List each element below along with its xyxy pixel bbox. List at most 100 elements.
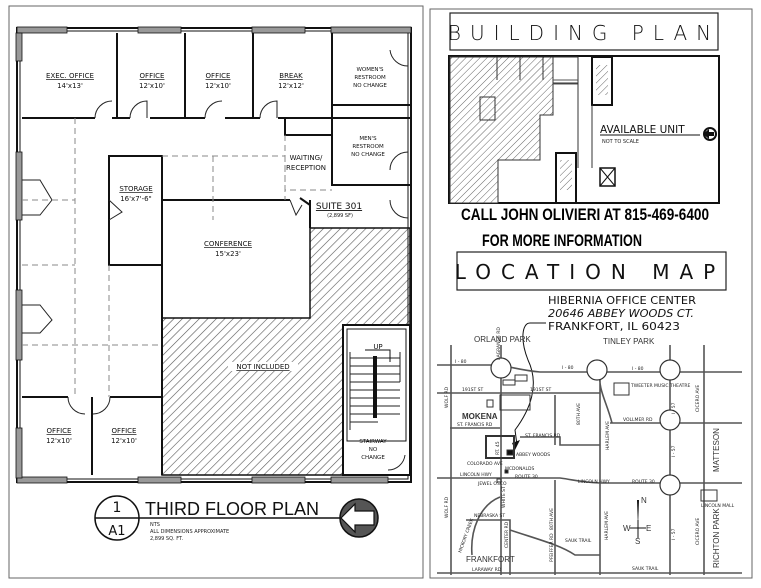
map-label: LINCOLN MALL [701, 503, 735, 509]
stairway-line3: CHANGE [361, 455, 385, 461]
room-exec-office-label: EXEC. OFFICE [46, 72, 94, 80]
room-storage-label: STORAGE [119, 185, 152, 193]
exterior-wall [16, 27, 412, 483]
map-label: I - 57 [671, 445, 677, 457]
address-city: FRANKFORT, IL 60423 [548, 320, 680, 333]
suite-label: SUITE 301 [316, 202, 362, 212]
map-label: I - 57 [671, 528, 677, 540]
room-storage-size: 16'x7'-6" [120, 195, 152, 203]
map-label: LINCOLN HWY [460, 472, 492, 478]
map-label: COLORADO AVE [467, 461, 503, 467]
building-plan-drawing: AVAILABLE UNIT NOT TO SCALE [448, 55, 720, 204]
map-label: I - 80 [632, 366, 644, 372]
map-label: HARLEM AVE [604, 511, 610, 540]
room-office-2-label: OFFICE [206, 72, 231, 80]
note-dimensions: ALL DIMENSIONS APPROXIMATE [150, 529, 229, 535]
floor-plan: EXEC. OFFICE 14'x13' OFFICE 12'x10' OFFI… [8, 5, 424, 579]
map-label: ORLAND PARK [474, 335, 531, 344]
map-label: MOKENA [462, 412, 498, 421]
map-label: TWEETER MUSIC THEATRE [630, 383, 691, 389]
map-label: WHITE ST [501, 486, 507, 508]
address-name: HIBERNIA OFFICE CENTER [548, 294, 696, 307]
map-label: CICERO AVE [695, 385, 701, 412]
room-conference-label: CONFERENCE [204, 240, 252, 248]
map-label: JEWEL OSCO [477, 481, 507, 487]
map-label: RT. 45 [495, 441, 501, 455]
womens-restroom-line2: RESTROOM [354, 75, 386, 81]
sheet-number: A1 [108, 524, 125, 539]
note-nts: NTS [150, 522, 160, 528]
room-exec-office-size: 14'x13' [57, 82, 83, 90]
label-backing [228, 362, 298, 371]
map-label: FRANKFORT [466, 555, 515, 564]
room-conference-size: 15'x23' [215, 250, 241, 258]
stairway [342, 324, 411, 476]
contact-line-2: FOR MORE INFORMATION [482, 231, 642, 250]
map-label: MCDONALDS [505, 466, 534, 472]
room-office-1-size: 12'x10' [139, 82, 165, 90]
mens-restroom-line2: RESTROOM [352, 144, 384, 150]
map-label: 80TH AVE [549, 508, 555, 530]
map-label: LINCOLN HWY [578, 479, 610, 485]
room-break-size: 12'x12' [278, 82, 304, 90]
stair-up-label: UP [373, 343, 382, 351]
mens-restroom-line3: NO CHANGE [351, 152, 385, 158]
map-label: CICERO AVE [695, 518, 701, 545]
landmarks [485, 374, 718, 502]
mens-restroom-line1: MEN'S [359, 136, 377, 142]
map-label: 80TH AVE [576, 403, 582, 425]
map-label: ROUTE 30 [632, 479, 655, 485]
location-map-heading: LOCATION MAP [455, 260, 725, 284]
contact-line-1: CALL JOHN OLIVIERI AT 815-469-6400 [461, 205, 709, 224]
map-label: I - 80 [562, 365, 574, 371]
map-label: ABBEY WOODS [516, 452, 550, 458]
map-label: 191ST ST [530, 387, 551, 393]
window-sills [15, 26, 412, 484]
exterior-wall-inner [19, 30, 409, 480]
note-area: 2,899 SQ. FT. [150, 536, 183, 542]
open-area-dashes [22, 118, 332, 397]
available-unit-label: AVAILABLE UNIT [600, 124, 685, 136]
map-label: LAGRANGE RD [496, 327, 502, 360]
room-office-1-label: OFFICE [140, 72, 165, 80]
room-office-3-size: 12'x10' [46, 437, 72, 445]
map-label: SAUK TRAIL [632, 566, 659, 572]
room-office-2-size: 12'x10' [205, 82, 231, 90]
room-office-4-label: OFFICE [112, 427, 137, 435]
suite-area: (2,899 SF) [327, 213, 353, 219]
compass-e: E [646, 524, 651, 533]
info-panel: BUILDING PLAN AVAILABLE UNIT NOT TO SCAL… [429, 8, 753, 579]
interior-walls [22, 33, 410, 475]
map-label: VOLLMER RD [623, 417, 653, 423]
map-label: ROUTE 30 [515, 474, 538, 480]
room-office-3-label: OFFICE [47, 427, 72, 435]
map-label: RICHTON PARK [712, 508, 721, 568]
sheet-border [8, 5, 424, 579]
compass-n: N [641, 496, 647, 505]
leader-line [514, 322, 546, 446]
womens-restroom-line1: WOMEN'S [356, 67, 384, 73]
room-office-4-size: 12'x10' [111, 437, 137, 445]
map-label: PFEIFFER RD [549, 533, 555, 562]
map-label: 191ST ST [462, 387, 483, 393]
compass-icon: N E W S [623, 496, 651, 546]
map-label: ST. FRANCIS RD [457, 422, 493, 428]
map-label: MATTESON [712, 428, 721, 472]
map-label: SAUK TRAIL [565, 538, 592, 544]
stairway-line1: STAIRWAY [359, 439, 387, 445]
map-label: LARAWAY RD [472, 567, 502, 573]
stairway-line2: NO [369, 447, 378, 453]
interchanges [490, 357, 681, 496]
address-street: 20646 ABBEY WOODS CT. [548, 307, 694, 320]
map-label: HARLEM AVE [605, 421, 611, 450]
location-map: N E W S ORLAND PARK TINLEY PARK I - 80 I… [437, 322, 742, 575]
plan-title: THIRD FLOOR PLAN [145, 499, 319, 519]
map-label: ST. FRANCIS RD [525, 433, 561, 439]
waiting-line1: WAITING/ [290, 154, 323, 162]
building-plan-heading-box [449, 12, 719, 51]
womens-restroom-line3: NO CHANGE [353, 83, 387, 89]
map-label: I - 80 [455, 359, 467, 365]
not-included-label: NOT INCLUDED [236, 363, 289, 371]
waiting-line2: RECEPTION [286, 164, 326, 172]
